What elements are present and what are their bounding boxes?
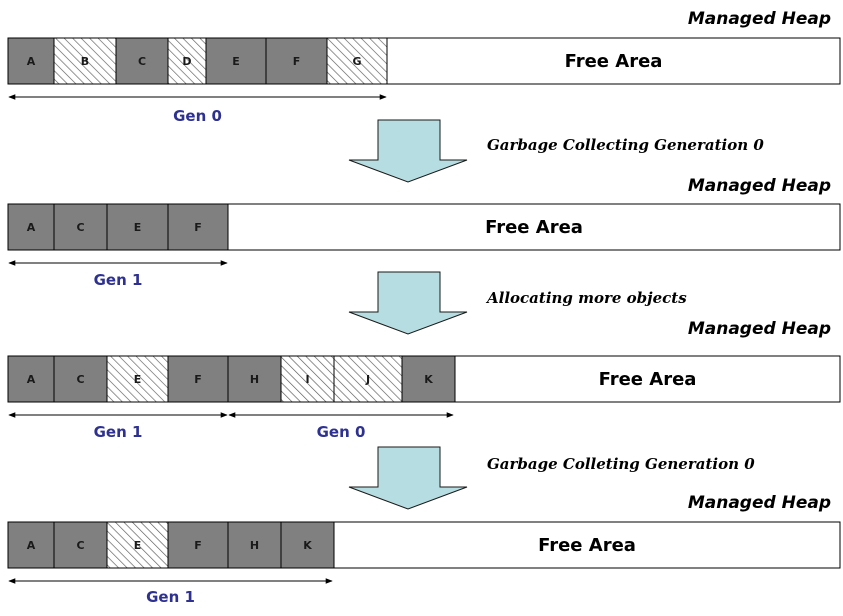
object-label: D (182, 55, 191, 68)
object-block-i-garbage (280, 355, 335, 403)
object-block-a-live (7, 37, 55, 85)
transition-2: Allocating more objects (348, 271, 687, 335)
object-block-k-live (280, 521, 335, 569)
object-label: F (194, 539, 202, 552)
object-label: J (365, 373, 370, 386)
free-area-label: Free Area (538, 535, 636, 556)
object-label: E (232, 55, 240, 68)
transition-caption: Garbage Colleting Generation 0 (487, 455, 755, 473)
object-block-e-garbage (106, 355, 169, 403)
object-label: H (250, 539, 259, 552)
object-label: K (424, 373, 433, 386)
object-label: F (194, 373, 202, 386)
object-label: C (76, 221, 84, 234)
object-block-d-garbage (167, 37, 207, 85)
object-block-c-live (53, 521, 108, 569)
object-block-h-live (227, 355, 282, 403)
object-block-h-live (227, 521, 282, 569)
free-area-label: Free Area (599, 369, 697, 390)
transition-3: Garbage Colleting Generation 0 (348, 446, 755, 510)
object-label: A (27, 539, 36, 552)
object-block-j-garbage (333, 355, 403, 403)
object-block-f-live (167, 355, 229, 403)
object-block-f-live (167, 521, 229, 569)
object-block-c-live (53, 203, 108, 251)
down-arrow-icon (348, 446, 468, 510)
generation-label: Gen 0 (317, 423, 366, 441)
object-label: B (81, 55, 89, 68)
object-label: A (27, 221, 36, 234)
object-label: C (76, 539, 84, 552)
object-label: K (303, 539, 312, 552)
object-label: F (293, 55, 301, 68)
managed-heap-label: Managed Heap (688, 493, 831, 513)
down-arrow-icon (348, 119, 468, 183)
object-block-f-live (167, 203, 229, 251)
object-block-e-garbage (106, 521, 169, 569)
generation-label: Gen 1 (94, 423, 143, 441)
generation-label: Gen 1 (146, 588, 195, 606)
object-block-g-garbage (326, 37, 388, 85)
object-label: G (352, 55, 361, 68)
object-label: C (76, 373, 84, 386)
object-block-a-live (7, 203, 55, 251)
transition-caption: Garbage Collecting Generation 0 (487, 136, 764, 154)
object-block-b-garbage (53, 37, 117, 85)
managed-heap-label: Managed Heap (688, 9, 831, 29)
transition-1: Garbage Collecting Generation 0 (348, 119, 764, 183)
object-block-f-live (265, 37, 328, 85)
object-label: E (134, 373, 142, 386)
down-arrow-icon (348, 271, 468, 335)
free-area-label: Free Area (565, 51, 663, 72)
object-label: F (194, 221, 202, 234)
object-label: E (134, 539, 142, 552)
object-label: E (134, 221, 142, 234)
object-label: I (305, 373, 309, 386)
managed-heap-label: Managed Heap (688, 176, 831, 196)
object-block-k-live (401, 355, 456, 403)
object-label: H (250, 373, 259, 386)
managed-heap-label: Managed Heap (688, 319, 831, 339)
object-label: A (27, 373, 36, 386)
transition-caption: Allocating more objects (485, 289, 687, 307)
object-label: C (138, 55, 146, 68)
generation-label: Gen 1 (94, 271, 143, 289)
object-label: A (27, 55, 36, 68)
object-block-e-live (205, 37, 267, 85)
free-area-label: Free Area (485, 217, 583, 238)
object-block-e-live (106, 203, 169, 251)
generation-label: Gen 0 (173, 107, 222, 125)
